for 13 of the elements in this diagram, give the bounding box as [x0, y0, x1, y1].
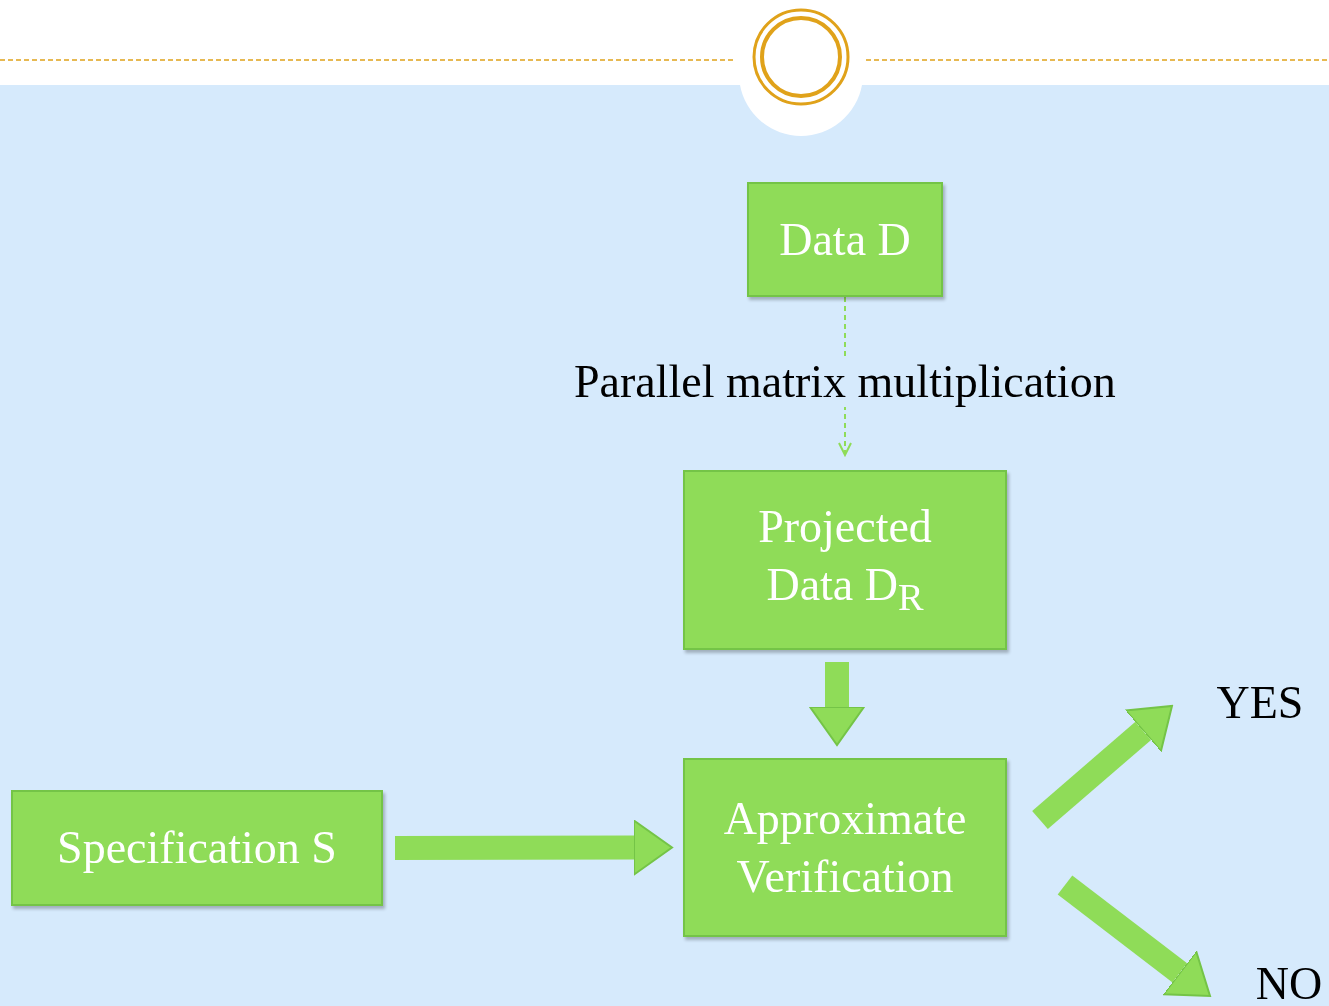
- process-box: [683, 470, 1007, 650]
- process-box: [683, 758, 1007, 937]
- block-arrow: [394, 819, 673, 876]
- box-label: Data D: [779, 212, 911, 267]
- box-label: Projected Data D$_{R}$: [757, 500, 933, 620]
- block-arrow: [809, 662, 865, 746]
- box-label: Approximate Verification: [722, 792, 968, 904]
- box-label: Specification S: [57, 821, 337, 876]
- outcome-label: NO: [1250, 962, 1328, 1006]
- block-arrow: [1032, 705, 1173, 830]
- outcome-label: YES: [1212, 678, 1308, 728]
- process-box: [747, 182, 943, 297]
- process-box: [11, 790, 383, 906]
